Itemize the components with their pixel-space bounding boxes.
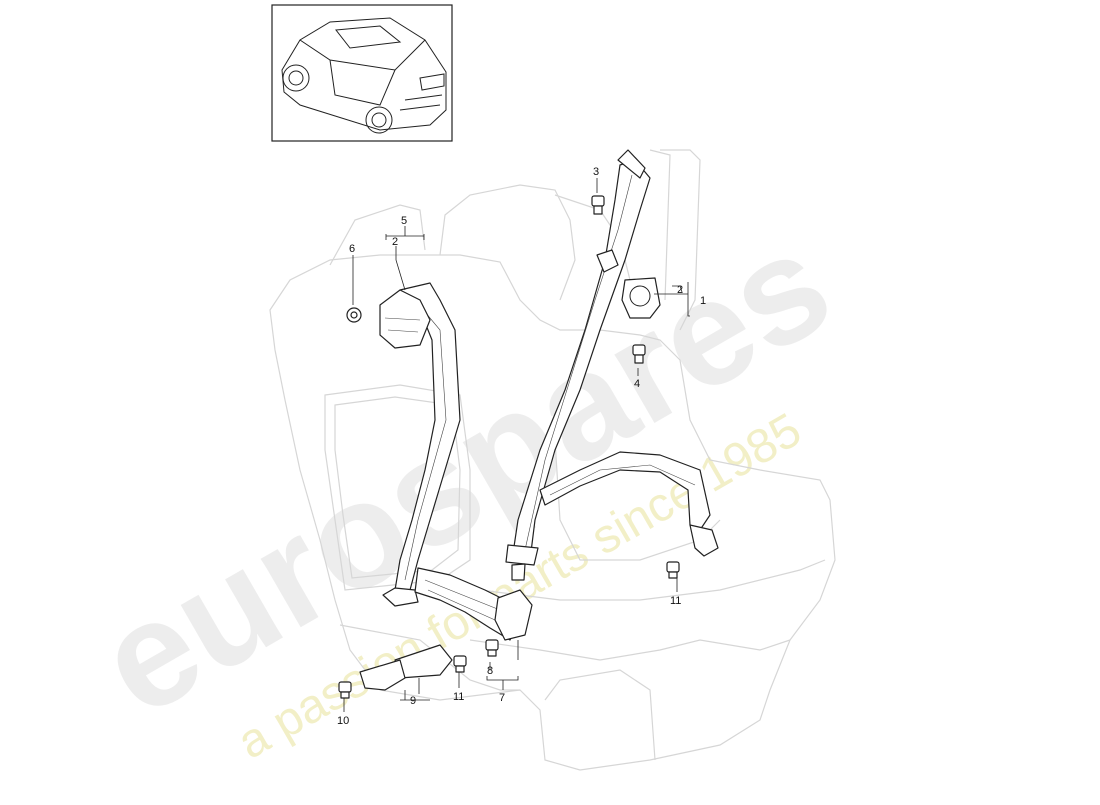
callout-2-right: 2 [677,284,683,296]
bolt-3 [591,195,605,215]
bolt-11-right [666,561,680,579]
callout-11-right: 11 [670,595,681,607]
bolt-4 [632,344,646,364]
callouts: 1 2 2 3 4 5 6 7 8 9 10 11 11 [337,166,706,727]
left-seat-belt [379,282,533,641]
callout-6: 6 [349,243,355,255]
bolt-8 [485,639,499,657]
callout-11-left: 11 [453,691,464,703]
bolt-11-left [453,655,467,673]
callout-3: 3 [593,166,599,178]
callout-5: 5 [401,215,407,227]
watermark: eurospares a passion for parts since 198… [72,198,856,770]
callout-9: 9 [410,695,416,707]
bolt-10 [338,681,352,699]
rear-seat-outline [269,149,836,771]
right-seat-belt [505,149,719,581]
vehicle-thumbnail [271,4,453,142]
leader-lines [343,178,690,712]
suv-car-icon [281,17,447,134]
bolts [338,195,680,699]
callout-10: 10 [337,715,349,727]
nut-6 [346,307,362,323]
callout-8: 8 [487,665,493,677]
callout-4: 4 [634,378,640,390]
callout-2-left: 2 [392,236,398,248]
callout-7: 7 [499,692,505,704]
buckle-assembly [359,644,453,691]
callout-1: 1 [700,295,706,307]
